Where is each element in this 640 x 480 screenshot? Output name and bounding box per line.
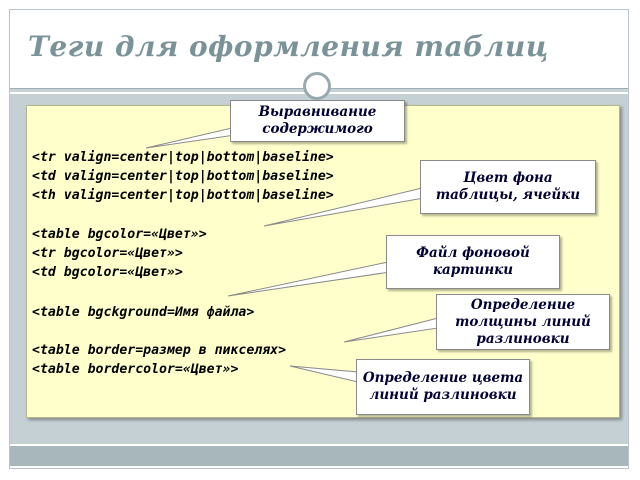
callout-pointer-border <box>343 317 439 343</box>
code-line: <th valign=center|top|bottom|baseline> <box>32 188 334 203</box>
code-line: <td bgcolor=«Цвет»> <box>32 265 183 280</box>
callout-bgcolor: Цвет фона таблицы, ячейки <box>420 160 596 214</box>
callout-text: Выравнивание содержимого <box>258 104 377 137</box>
callout-pointer-background <box>227 261 391 297</box>
callout-text: Определение цвета линий разлиновки <box>362 370 524 403</box>
code-line: <table bordercolor=«Цвет»> <box>32 362 239 377</box>
slide-title: Теги для оформления таблиц <box>28 30 549 63</box>
code-line: <td valign=center|top|bottom|baseline> <box>32 169 334 184</box>
callout-pointer-bordercolor <box>289 365 359 383</box>
callout-alignment: Выравнивание содержимого <box>230 100 405 142</box>
code-line: <tr valign=center|top|bottom|baseline> <box>32 150 334 165</box>
callout-pointer-bgcolor <box>263 187 425 227</box>
bottom-bar <box>10 446 628 466</box>
code-line: <table bgckground=Имя файла> <box>32 305 255 320</box>
code-line: <table bgcolor=«Цвет»> <box>32 227 207 242</box>
decorative-circle-icon <box>303 72 331 100</box>
callout-background-file: Файл фоновой картинки <box>386 235 560 289</box>
code-line: <tr bgcolor=«Цвет»> <box>32 246 183 261</box>
callout-text: Определение толщины линий разлиновки <box>455 296 591 347</box>
callout-border-color: Определение цвета линий разлиновки <box>356 359 530 415</box>
callout-text: Цвет фона таблицы, ячейки <box>435 170 581 203</box>
callout-text: Файл фоновой картинки <box>416 245 530 278</box>
callout-pointer-align <box>145 127 244 149</box>
callout-border-width: Определение толщины линий разлиновки <box>436 294 610 350</box>
code-line: <table border=размер в пикселях> <box>32 343 287 358</box>
